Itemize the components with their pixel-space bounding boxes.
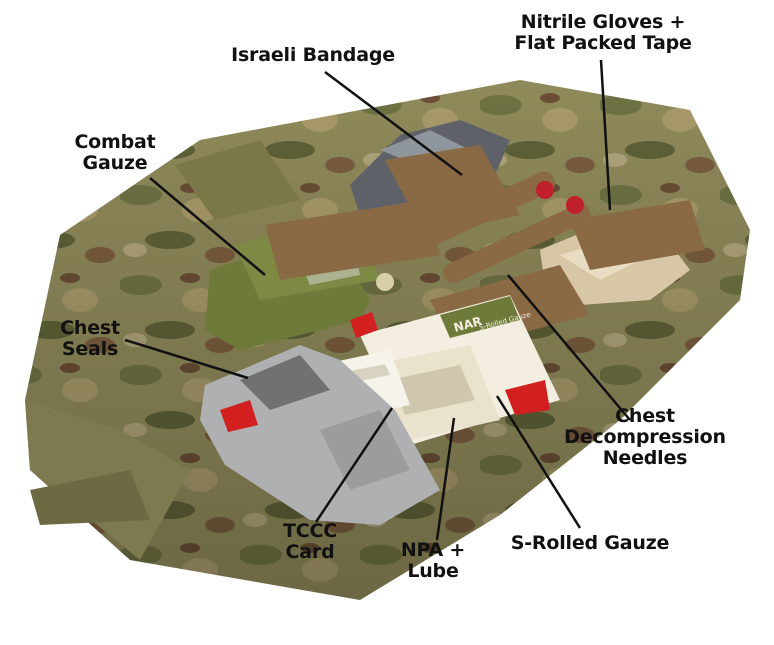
label-combat-gauze: Combat Gauze [60,132,170,174]
label-nitrile-gloves: Nitrile Gloves + Flat Packed Tape [498,12,708,54]
label-nitrile-gloves-line1: Nitrile Gloves + [520,11,686,33]
label-chest-decompression-line3: Needles [602,447,688,469]
label-combat-gauze-line1: Combat [74,131,156,153]
label-chest-decompression: Chest Decompression Needles [555,406,735,469]
label-chest-decompression-line1: Chest [615,405,675,427]
label-tccc-card-line1: TCCC [283,520,337,542]
npa-lube-pack [370,345,500,440]
line-nitrile-gloves [599,59,612,211]
leader-lines [124,59,631,541]
line-israeli-bandage [324,71,463,176]
line-chest-seals [124,338,249,380]
line-tccc-card [314,407,394,523]
line-s-rolled-gauze [495,395,582,529]
label-israeli-bandage-line1: Israeli Bandage [231,44,395,66]
label-chest-seals-line1: Chest [60,317,120,339]
line-decompression-needles [507,274,631,421]
label-chest-seals-line2: Seals [61,338,119,360]
label-npa-lube: NPA + Lube [388,540,478,582]
label-tccc-card-line2: Card [285,541,335,563]
label-israeli-bandage: Israeli Bandage [218,45,408,66]
line-npa-lube [435,417,456,541]
label-chest-seals: Chest Seals [45,318,135,360]
label-npa-lube-line2: Lube [407,560,459,582]
label-nitrile-gloves-line2: Flat Packed Tape [514,32,692,54]
label-npa-lube-line1: NPA + [400,539,466,561]
label-chest-decompression-line2: Decompression [564,426,726,448]
label-tccc-card: TCCC Card [270,521,350,563]
label-s-rolled-gauze-line1: S-Rolled Gauze [510,532,670,554]
label-s-rolled-gauze: S-Rolled Gauze [500,533,680,554]
line-combat-gauze [149,177,266,276]
label-combat-gauze-line2: Gauze [82,152,148,174]
